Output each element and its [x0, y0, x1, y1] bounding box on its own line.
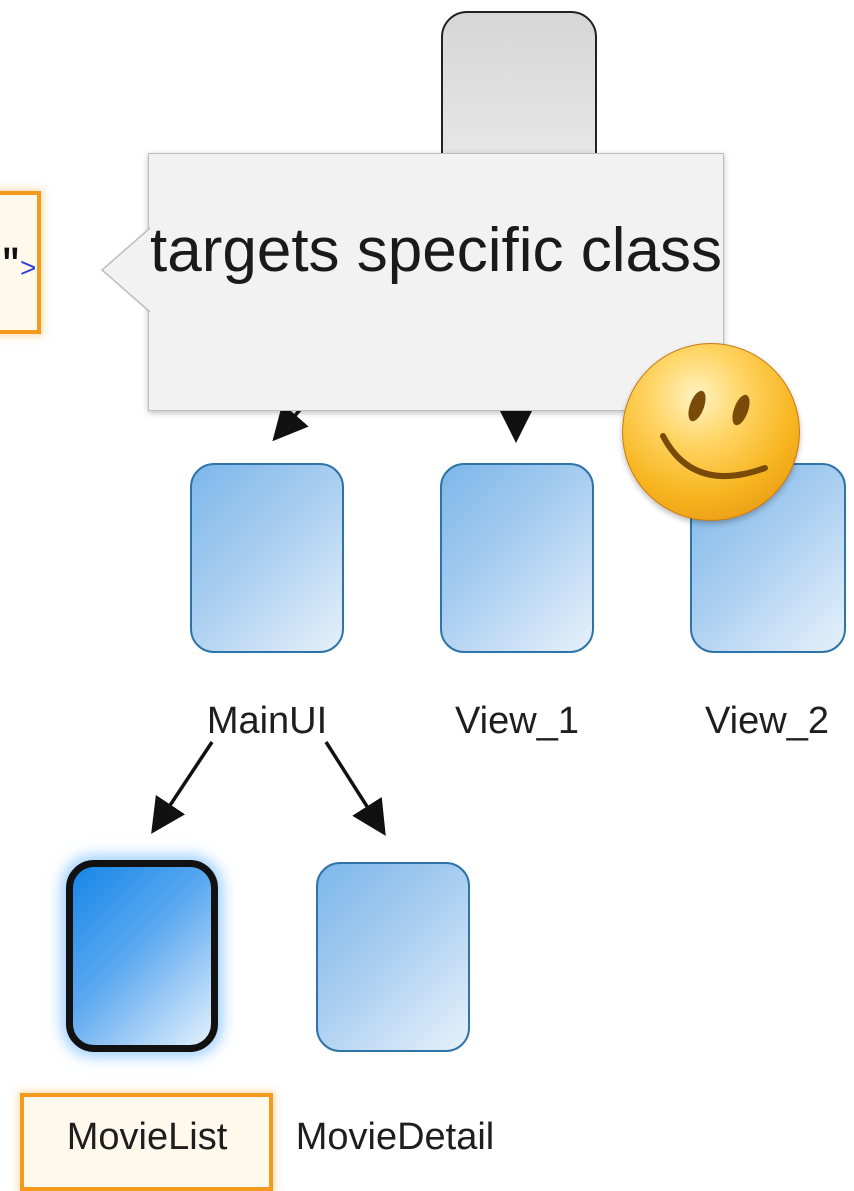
node-view-1: [440, 463, 594, 653]
smiley-icon: [622, 343, 800, 521]
node-movie-detail: [316, 862, 470, 1052]
label-main-ui: MainUI: [206, 700, 328, 742]
label-view-1: View_1: [455, 700, 579, 742]
node-main-ui: [190, 463, 344, 653]
callout-text: targets specific class: [150, 216, 722, 285]
caret-icon: >: [20, 252, 37, 283]
node-movie-list: [66, 860, 218, 1052]
selector-snippet: ": [0, 244, 22, 285]
callout-tail: [100, 227, 151, 313]
selector-highlight-box: [0, 191, 41, 334]
label-movie-detail: MovieDetail: [295, 1116, 495, 1158]
callout-bubble: targets specific class: [148, 153, 724, 411]
arrow-icon: [151, 741, 214, 834]
arrow-icon: [324, 741, 386, 836]
label-view-2: View_2: [705, 700, 829, 742]
movie-list-highlight-box: [20, 1093, 273, 1191]
label-movie-list: MovieList: [66, 1116, 228, 1158]
